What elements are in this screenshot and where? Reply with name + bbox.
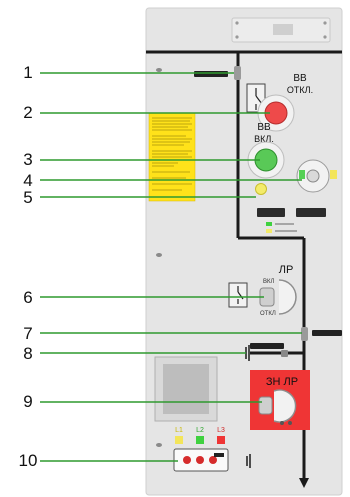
plate-lamp-left bbox=[257, 208, 285, 217]
lamp-l1-label: L1 bbox=[175, 427, 183, 434]
lamp-l3-label: L3 bbox=[217, 427, 225, 434]
lamp-l2-label: L2 bbox=[196, 427, 204, 434]
legend-green bbox=[266, 222, 272, 226]
indicator-8 bbox=[281, 350, 288, 357]
callout-number: 10 bbox=[19, 451, 38, 470]
wall-socket-icon bbox=[231, 17, 331, 43]
disconnector-symbol-icon bbox=[228, 282, 248, 308]
voltage-indicator-icon bbox=[173, 448, 229, 472]
cabinet-panel bbox=[145, 7, 343, 496]
on-button-label-2: ВКЛ. bbox=[254, 134, 274, 144]
indicator-lamp-icon bbox=[255, 183, 267, 195]
callout-number: 5 bbox=[23, 188, 32, 207]
off-button-label-1: ВВ bbox=[293, 73, 307, 84]
key-switch[interactable] bbox=[296, 159, 337, 193]
ground-symbol-10 bbox=[246, 454, 251, 468]
callouts: 1 2 3 4 5 6 7 8 9 10 bbox=[19, 63, 302, 470]
legend-yellow bbox=[266, 229, 272, 233]
callout-number: 3 bbox=[23, 150, 32, 169]
lamp-l2-color bbox=[196, 436, 204, 444]
breaker-off-button[interactable] bbox=[257, 94, 295, 132]
disconnector-off-mark: ОТКЛ bbox=[260, 311, 276, 317]
panel-screws bbox=[156, 68, 162, 447]
callout-number: 1 bbox=[23, 63, 32, 82]
callout-number: 2 bbox=[23, 103, 32, 122]
voltage-indicator-7 bbox=[301, 327, 308, 341]
earthing-drive-icon bbox=[258, 389, 297, 425]
disconnector-drive-icon bbox=[278, 279, 297, 315]
label-plate-8 bbox=[250, 343, 284, 349]
lamp-l3-color bbox=[217, 436, 225, 444]
disconnector-drive[interactable] bbox=[259, 279, 297, 315]
vent-grille bbox=[154, 356, 218, 422]
label-plate-1 bbox=[194, 71, 228, 77]
callout-number: 8 bbox=[23, 344, 32, 363]
bus-arrow bbox=[299, 478, 309, 488]
callout-number: 6 bbox=[23, 288, 32, 307]
callout-number: 4 bbox=[23, 171, 32, 190]
on-button-label-1: ВВ bbox=[257, 122, 271, 133]
disconnector-on-mark: ВКЛ bbox=[263, 279, 274, 285]
mimic-bus bbox=[146, 50, 342, 480]
label-plate-7 bbox=[312, 330, 342, 336]
instruction-sticker bbox=[148, 112, 196, 202]
callout-number: 7 bbox=[23, 324, 32, 343]
off-button-label-2: ОТКЛ. bbox=[287, 85, 313, 95]
earthing-switch-label: ЗН ЛР bbox=[266, 376, 298, 388]
callout-number: 9 bbox=[23, 392, 32, 411]
disconnector-label: ЛР bbox=[279, 264, 294, 276]
plate-lamp-right bbox=[296, 208, 326, 217]
voltage-indicator-1 bbox=[234, 66, 241, 80]
lamp-l1-color bbox=[175, 436, 183, 444]
